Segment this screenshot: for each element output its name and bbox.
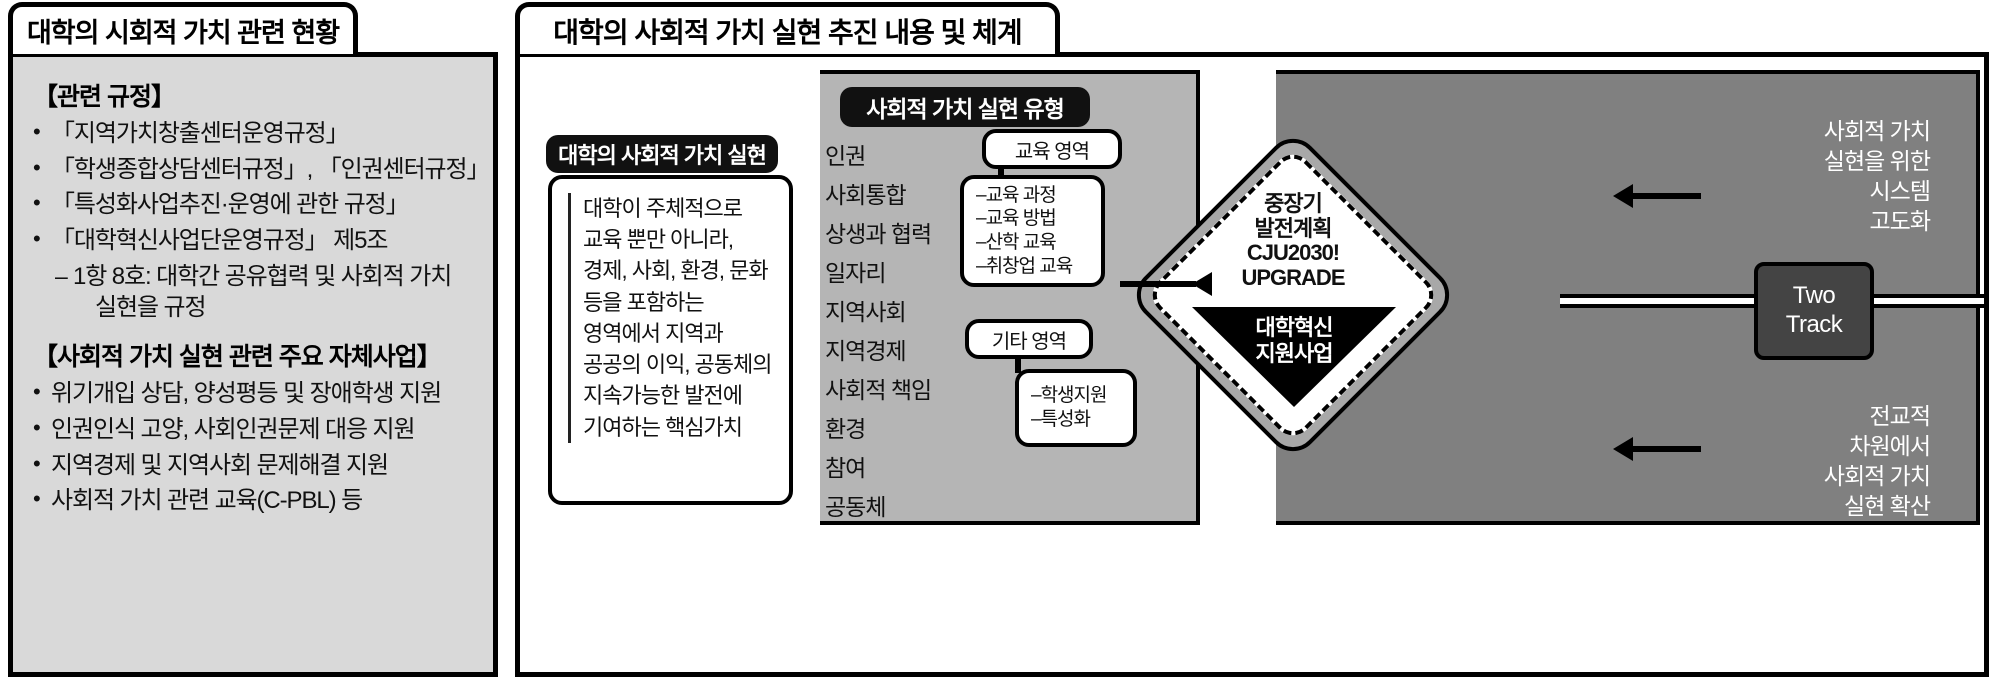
list-item-sub-text: 1항 8호: 대학간 공유협력 및 사회적 가치 [73,262,452,290]
list-item: 「특성화사업추진·운영에 관한 규정」 [29,189,479,221]
text-line: 실현 확산 [1843,492,1931,519]
text-line: 차원에서 [1849,432,1931,459]
core-value-line: 등을 포함하는 [583,289,705,315]
left-section1-heading: 【관련 규정】 [33,83,176,111]
left-panel-title-tab: 대학의 시회적 가치 관련 현황 [8,2,358,54]
two-track-line: Two [1792,282,1836,310]
system-arrow-top [1613,184,1703,208]
core-value-card: 대학이 주체적으로 교육 뿐만 아니라, 경제, 사회, 환경, 문화 등을 포… [548,175,793,505]
system-upgrade-text: 사회적 가치 실현을 위한 시스템 고도화 [1730,117,1931,237]
list-item: 지역경제 [825,338,907,364]
core-value-line: 교육 뿐만 아니라, [583,227,734,253]
list-item: 환경 [825,416,866,442]
etc-area-callout-header-label: 기타 영역 [991,330,1067,353]
two-track-right-connector [1874,294,1984,308]
core-value-pill: 대학의 사회적 가치 실현 [546,135,778,173]
list-item: 상생과 협력 [825,221,932,247]
left-panel-title: 대학의 시회적 가치 관련 현황 [26,18,340,48]
left-panel-body: 【관련 규정】 「지역가치창출센터운영규정」 「학생종합상담센터규정」, 「인권… [8,52,498,677]
text-line: 사회적 가치 [1823,462,1931,489]
list-item: –교육 방법 [976,208,1057,230]
list-item: 지역사회 [825,299,907,325]
core-value-card-text: 대학이 주체적으로 교육 뿐만 아니라, 경제, 사회, 환경, 문화 등을 포… [568,193,779,443]
list-item: 인권 [825,143,866,169]
text-line: 전교적 [1869,403,1931,429]
system-arrow-bottom [1613,437,1703,461]
list-item: 「학생종합상담센터규정」, 「인권센터규정」 [29,154,491,186]
etc-area-callout-header: 기타 영역 [965,319,1093,359]
text-line: 시스템 [1869,177,1931,204]
list-item: –특성화 [1031,409,1091,430]
list-item-sub: 1항 8호: 대학간 공유협력 및 사회적 가치 실현을 규정 [29,262,479,323]
core-value-line: 영역에서 지역과 [583,320,724,346]
edu-callout-connector [998,161,1004,179]
left-section2-heading: 【사회적 가치 실현 관련 주요 자체사업】 [33,343,442,372]
list-item: 공동체 [825,494,886,520]
etc-callout-connector [1015,353,1021,373]
list-item: 「대학혁신사업단운영규정」 제5조 [29,225,479,257]
list-item: 사회적 가치 관련 교육(C-PBL) 등 [29,485,479,517]
value-types-pill: 사회적 가치 실현 유형 [840,87,1090,127]
two-track-line: Track [1785,311,1843,338]
core-value-line: 경제, 사회, 환경, 문화 [583,258,769,284]
text-line: 사회적 가치 [1823,118,1931,144]
edu-area-callout-body: –교육 과정 –교육 방법 –산학 교육 –취창업 교육 [960,175,1105,287]
core-value-line: 대학이 주체적으로 [583,196,743,221]
text-line: 고도화 [1869,207,1931,234]
core-value-line: 지속가능한 발전에 [583,383,743,409]
right-panel-body: 대학의 사회적 가치 실현 대학이 주체적으로 교육 뿐만 아니라, 경제, 사… [515,52,1989,677]
list-item: 사회적 책임 [825,377,932,403]
list-item: 「지역가치창출센터운영규정」 [29,118,479,150]
core-value-line: 공공의 이익, 공동체의 [583,352,773,378]
list-item: 일자리 [825,260,886,286]
list-item: 위기개입 상담, 양성평등 및 장애학생 지원 [29,378,479,410]
two-track-box: Two Track [1754,262,1874,360]
list-item: 지역경제 및 지역사회 문제해결 지원 [29,450,479,482]
list-item: –학생지원 [1031,385,1107,407]
types-to-core-arrow [1120,272,1212,296]
right-panel-title: 대학의 사회적 가치 실현 추진 내용 및 체계 [553,16,1022,48]
text-line: 실현을 위한 [1823,147,1931,174]
list-item: 인권인식 고양, 사회인권문제 대응 지원 [29,414,479,446]
list-item: 참여 [825,455,866,481]
list-item: –산학 교육 [976,232,1057,253]
etc-area-callout-body: –학생지원 –특성화 [1015,369,1137,447]
core-value-pill-label: 대학의 사회적 가치 실현 [558,143,767,168]
list-item-sub-continuation: 실현을 규정 [95,293,207,321]
left-section2-list: 위기개입 상담, 양성평등 및 장애학생 지원 인권인식 고양, 사회인권문제 … [29,378,479,517]
edu-area-callout-header: 교육 영역 [982,129,1122,169]
campus-wide-expansion-text: 전교적 차원에서 사회적 가치 실현 확산 [1730,402,1931,522]
left-section1-list: 「지역가치창출센터운영규정」 「학생종합상담센터규정」, 「인권센터규정」 「특… [29,118,491,323]
right-panel-title-tab: 대학의 사회적 가치 실현 추진 내용 및 체계 [515,2,1060,54]
list-item: 사회통합 [825,182,907,208]
core-value-line: 기여하는 핵심가치 [583,414,743,440]
edu-area-callout-header-label: 교육 영역 [1014,140,1090,163]
list-item: –취창업 교육 [976,255,1073,277]
list-item: –교육 과정 [976,184,1057,206]
value-types-pill-label: 사회적 가치 실현 유형 [866,96,1065,122]
value-types-list: 인권 사회통합 상생과 협력 일자리 지역사회 지역경제 사회적 책임 환경 참… [825,145,1055,535]
